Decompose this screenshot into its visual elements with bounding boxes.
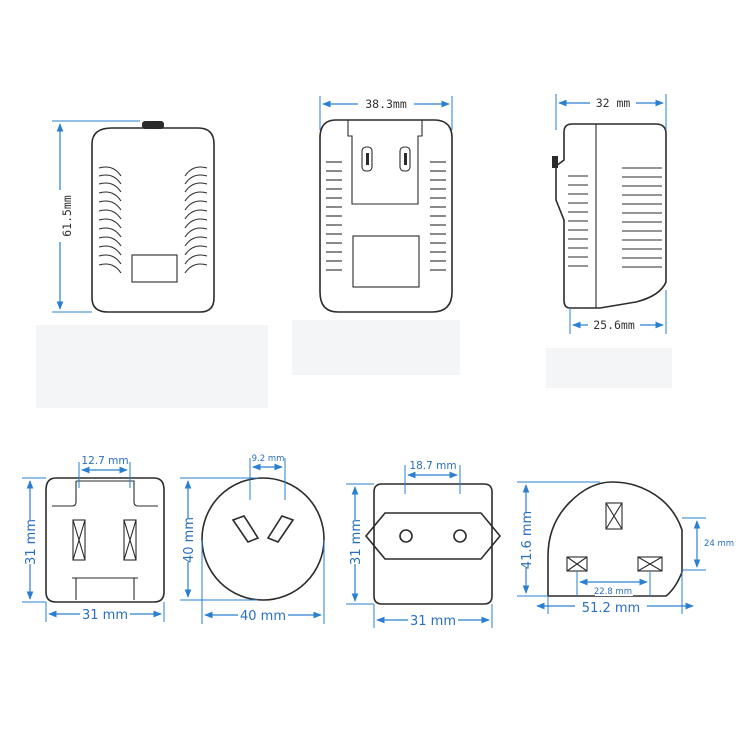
uk-width-label: 51.2 mm (582, 601, 640, 616)
side-vent-slots-body (622, 167, 662, 268)
us-pin-left (72, 519, 86, 561)
plug-vent-slots-right (430, 161, 446, 271)
us-width-label: 31 mm (82, 608, 128, 623)
au-height-label: 40 mm (182, 517, 197, 563)
us-pin-spacing-label: 12.7 mm (81, 455, 128, 467)
side-caption-box (546, 348, 672, 388)
plug-label-plate (352, 235, 420, 288)
uk-plug: 41.6 mm 22.8 mm 24 mm 51.2 mm (517, 481, 734, 616)
us-height-label: 31 mm (24, 519, 39, 565)
eu-height-label: 31 mm (349, 519, 364, 565)
side-depth-label: 32 mm (596, 96, 631, 110)
eu-plug: 18.7 mm 31 mm 31 mm (346, 460, 502, 629)
uk-pin-earth (605, 502, 623, 530)
front-label-plate (131, 254, 178, 283)
front-caption-box (36, 325, 268, 408)
au-pin-spacing-label: 9.2 mm (252, 454, 285, 464)
side-vent-slots-front (568, 175, 588, 267)
adapter-front-view: 61.5mm (52, 120, 215, 313)
eu-pin-left (399, 529, 413, 543)
eu-pin-spacing-label: 18.7 mm (409, 460, 456, 472)
plug-width-label: 38.3mm (365, 97, 407, 111)
side-base-label: 25.6mm (593, 318, 635, 332)
front-vent-slots-right (184, 166, 208, 274)
front-vent-slots-left (98, 166, 122, 274)
front-height-label: 61.5mm (60, 195, 74, 237)
plug-vent-slots-left (326, 161, 342, 271)
side-switch-icon (552, 156, 558, 168)
au-pin-left (231, 515, 260, 543)
au-pin-right (266, 515, 295, 543)
au-plug: 9.2 mm 40 mm 40 mm (180, 454, 325, 624)
us-pin-right (123, 519, 137, 561)
plug-pin-right (399, 146, 411, 172)
plug-caption-box (292, 320, 460, 375)
us-plug: 12.7 mm 31 mm 31 mm (22, 455, 165, 623)
eu-width-label: 31 mm (410, 614, 456, 629)
uk-pin-spacing-label: 22.8 mm (594, 587, 632, 597)
au-width-label: 40 mm (240, 609, 286, 624)
uk-height-label: 41.6 mm (520, 511, 535, 569)
eu-pin-right (453, 529, 467, 543)
plug-pin-left (361, 146, 373, 172)
uk-side-label: 24 mm (704, 539, 734, 549)
eu-plug-insert (364, 512, 502, 560)
front-button-icon (142, 121, 164, 129)
adapter-side-view: 32 mm 25.6mm (552, 94, 667, 334)
adapter-plug-view: 38.3mm (319, 96, 453, 313)
